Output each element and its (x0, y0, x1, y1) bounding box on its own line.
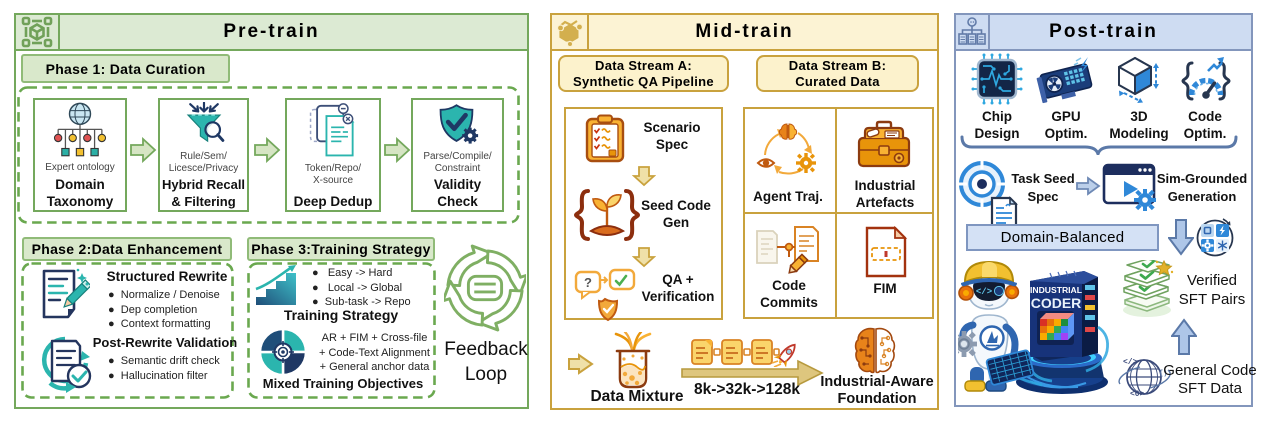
svg-text:<0>: <0> (1130, 390, 1145, 399)
svg-text:?: ? (584, 275, 592, 290)
svg-text:</>: </> (976, 287, 992, 297)
svg-text:CODER: CODER (1031, 295, 1082, 311)
svg-text:{): {) (1159, 370, 1167, 378)
svg-text:</>: </> (1123, 358, 1138, 367)
svg-text:INDUSTRIAL: INDUSTRIAL (1030, 285, 1082, 295)
